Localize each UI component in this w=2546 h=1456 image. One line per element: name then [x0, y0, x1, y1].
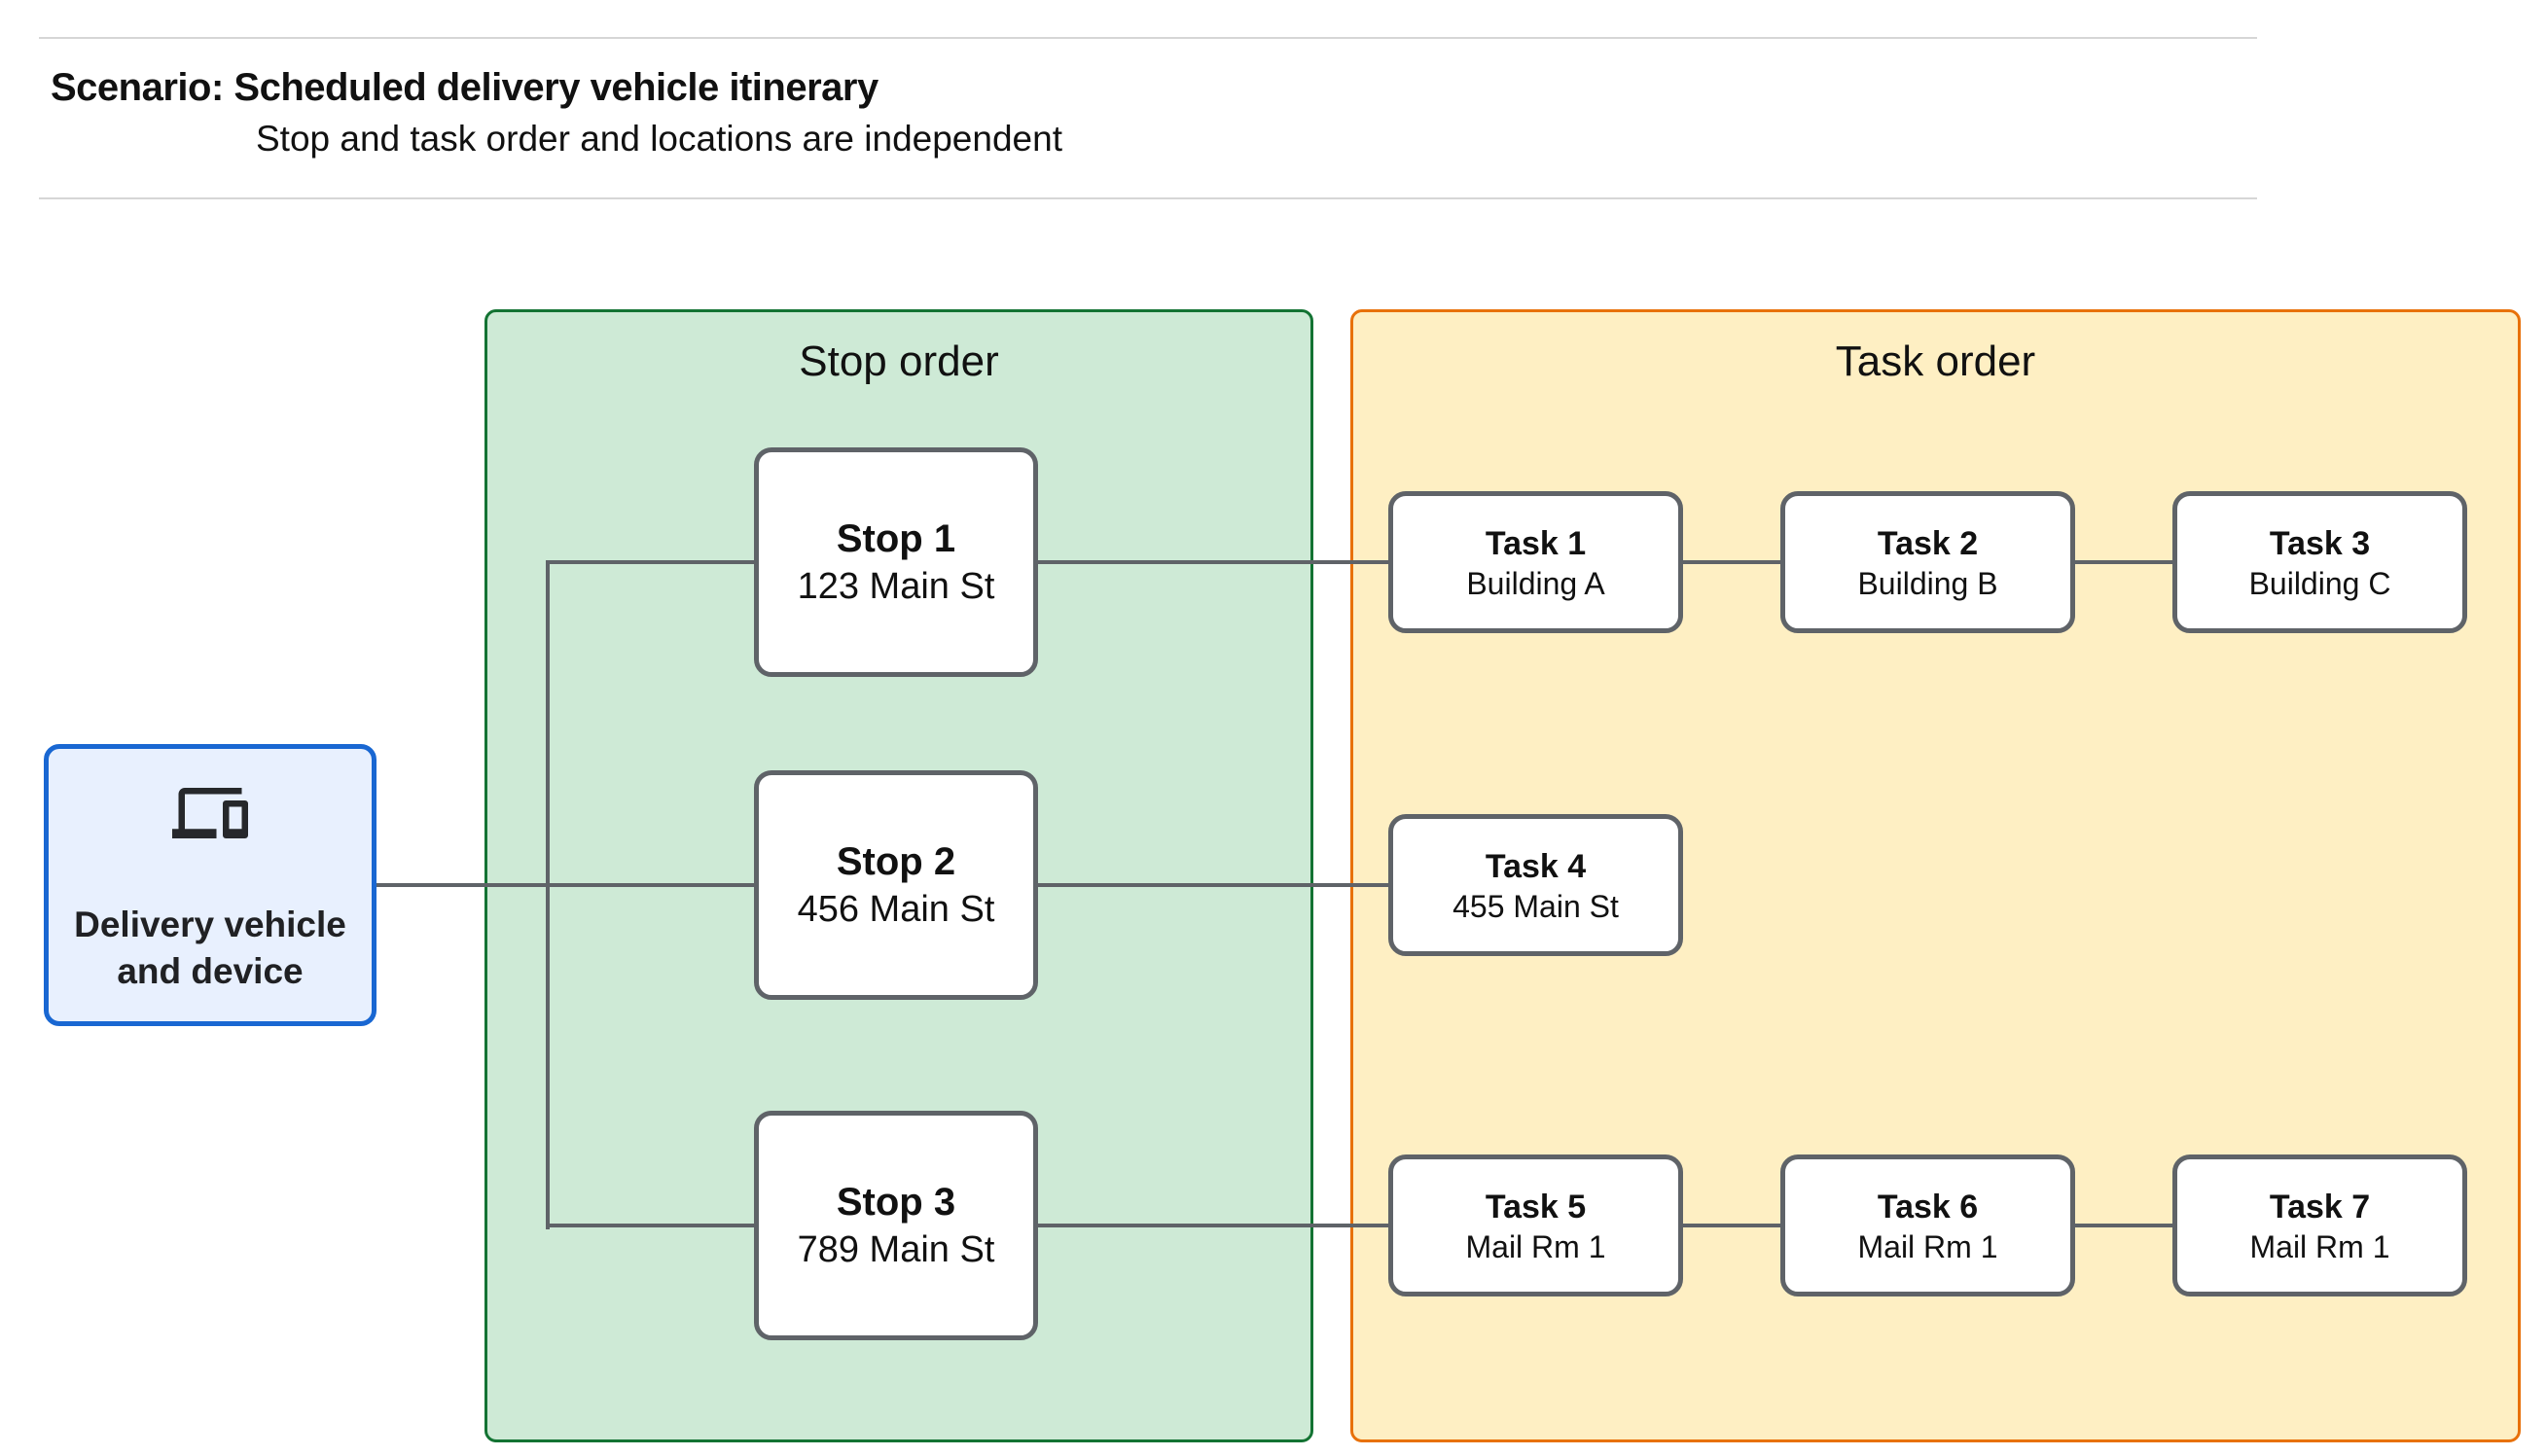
top-divider	[39, 37, 2257, 39]
task-2-location: Building B	[1857, 565, 1998, 601]
task-2-node: Task 2 Building B	[1780, 491, 2075, 633]
connector-task6-to-task7	[2073, 1224, 2174, 1227]
task-6-label: Task 6	[1877, 1188, 1979, 1225]
task-7-node: Task 7 Mail Rm 1	[2172, 1154, 2467, 1296]
task-4-location: 455 Main St	[1452, 888, 1619, 924]
stop-2-node: Stop 2 456 Main St	[754, 770, 1038, 1000]
task-5-node: Task 5 Mail Rm 1	[1388, 1154, 1683, 1296]
connector-stop2-to-task4	[1036, 883, 1390, 887]
connector-task2-to-task3	[2073, 560, 2174, 564]
task-4-node: Task 4 455 Main St	[1388, 814, 1683, 956]
connector-stop1-to-task1	[1036, 560, 1390, 564]
connector-task5-to-task6	[1681, 1224, 1782, 1227]
page-title: Scenario: Scheduled delivery vehicle iti…	[51, 66, 879, 109]
task-7-label: Task 7	[2269, 1188, 2371, 1225]
task-order-title: Task order	[1835, 337, 2036, 385]
task-3-label: Task 3	[2269, 524, 2371, 562]
stop-2-address: 456 Main St	[797, 889, 995, 931]
task-5-location: Mail Rm 1	[1465, 1228, 1606, 1264]
devices-icon	[165, 775, 255, 851]
delivery-vehicle-node: Delivery vehicle and device	[44, 744, 377, 1026]
task-3-node: Task 3 Building C	[2172, 491, 2467, 633]
page-subtitle: Stop and task order and locations are in…	[256, 119, 1062, 159]
task-5-label: Task 5	[1485, 1188, 1587, 1225]
connector-branch-to-stop1	[546, 560, 756, 564]
connector-task1-to-task2	[1681, 560, 1782, 564]
task-1-node: Task 1 Building A	[1388, 491, 1683, 633]
task-1-label: Task 1	[1485, 524, 1587, 562]
connector-branch-vertical	[546, 560, 550, 1229]
task-4-label: Task 4	[1485, 847, 1587, 885]
task-2-label: Task 2	[1877, 524, 1979, 562]
stop-3-label: Stop 3	[836, 1181, 956, 1225]
stop-3-address: 789 Main St	[797, 1229, 995, 1271]
task-6-location: Mail Rm 1	[1857, 1228, 1998, 1264]
task-6-node: Task 6 Mail Rm 1	[1780, 1154, 2075, 1296]
stop-1-label: Stop 1	[836, 517, 956, 561]
stop-1-node: Stop 1 123 Main St	[754, 447, 1038, 677]
stop-1-address: 123 Main St	[797, 566, 995, 608]
connector-device-to-stop2	[377, 883, 756, 887]
header-divider	[39, 197, 2257, 199]
task-1-location: Building A	[1466, 565, 1605, 601]
connector-branch-to-stop3	[546, 1224, 756, 1227]
stop-3-node: Stop 3 789 Main St	[754, 1111, 1038, 1340]
task-3-location: Building C	[2248, 565, 2391, 601]
connector-stop3-to-task5	[1036, 1224, 1390, 1227]
stop-2-label: Stop 2	[836, 840, 956, 884]
delivery-vehicle-label: Delivery vehicle and device	[74, 904, 346, 991]
task-7-location: Mail Rm 1	[2249, 1228, 2390, 1264]
stop-order-title: Stop order	[799, 337, 999, 385]
